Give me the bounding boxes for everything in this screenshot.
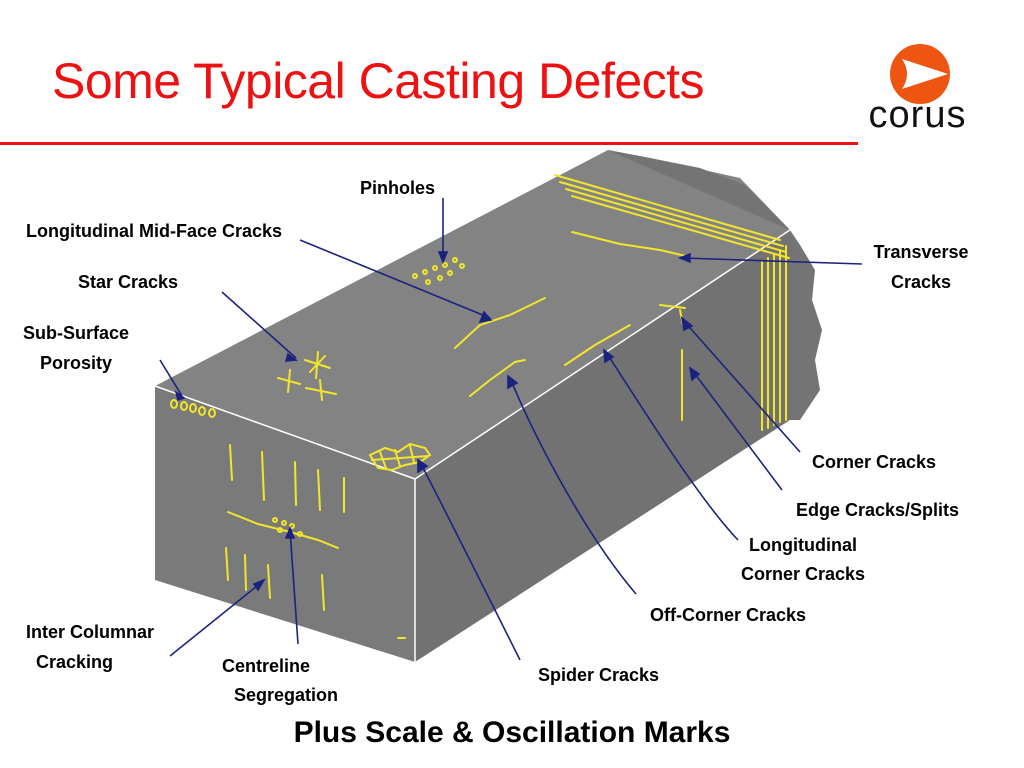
label-porosity: Porosity [39, 353, 113, 373]
defect-marks [170, 174, 790, 639]
star-cracks [277, 351, 337, 401]
label-spider-cracks: Spider Cracks [538, 665, 660, 685]
label-centreline: Centreline [222, 656, 311, 676]
corus-logo-text: corus [868, 94, 967, 136]
slab-top-face [155, 150, 790, 479]
longitudinal-mid-face-crack [571, 231, 691, 258]
leader-lines [159, 198, 863, 661]
label-star-cracks: Star Cracks [78, 272, 179, 292]
label-longitudinal-mid-face-cracks: Longitudinal Mid-Face Cracks [26, 221, 283, 241]
footer-note: Plus Scale & Oscillation Marks [293, 716, 731, 749]
label-longitudinal-corner-cracks: Corner Cracks [740, 564, 866, 584]
label-off-corner-cracks: Off-Corner Cracks [650, 605, 807, 625]
label-corner-cracks: Corner Cracks [812, 452, 937, 472]
sub-surface-porosity-dots [170, 399, 216, 418]
slab-side-face [415, 230, 790, 662]
slab-broken-edge [608, 150, 822, 420]
label-pinholes: Pinholes [360, 178, 436, 198]
label-cracking: Cracking [36, 652, 114, 672]
corus-logo-mark-icon [890, 44, 950, 104]
label-longitudinal: Longitudinal [749, 535, 857, 555]
title-rule [0, 142, 858, 145]
pinholes-dots [412, 257, 465, 285]
transverse-cracks-bands [554, 174, 790, 431]
label-transverse-cracks: Cracks [890, 272, 952, 292]
label-transverse: Transverse [873, 242, 969, 262]
label-edge-cracks: Edge Cracks/Splits [796, 500, 960, 520]
label-sub-surface: Sub-Surface [22, 323, 130, 343]
label-inter-columnar: Inter Columnar [26, 622, 155, 642]
spider-cracks [368, 442, 432, 472]
slide-title: Some Typical Casting Defects [52, 53, 705, 109]
label-segregation: Segregation [234, 685, 339, 705]
